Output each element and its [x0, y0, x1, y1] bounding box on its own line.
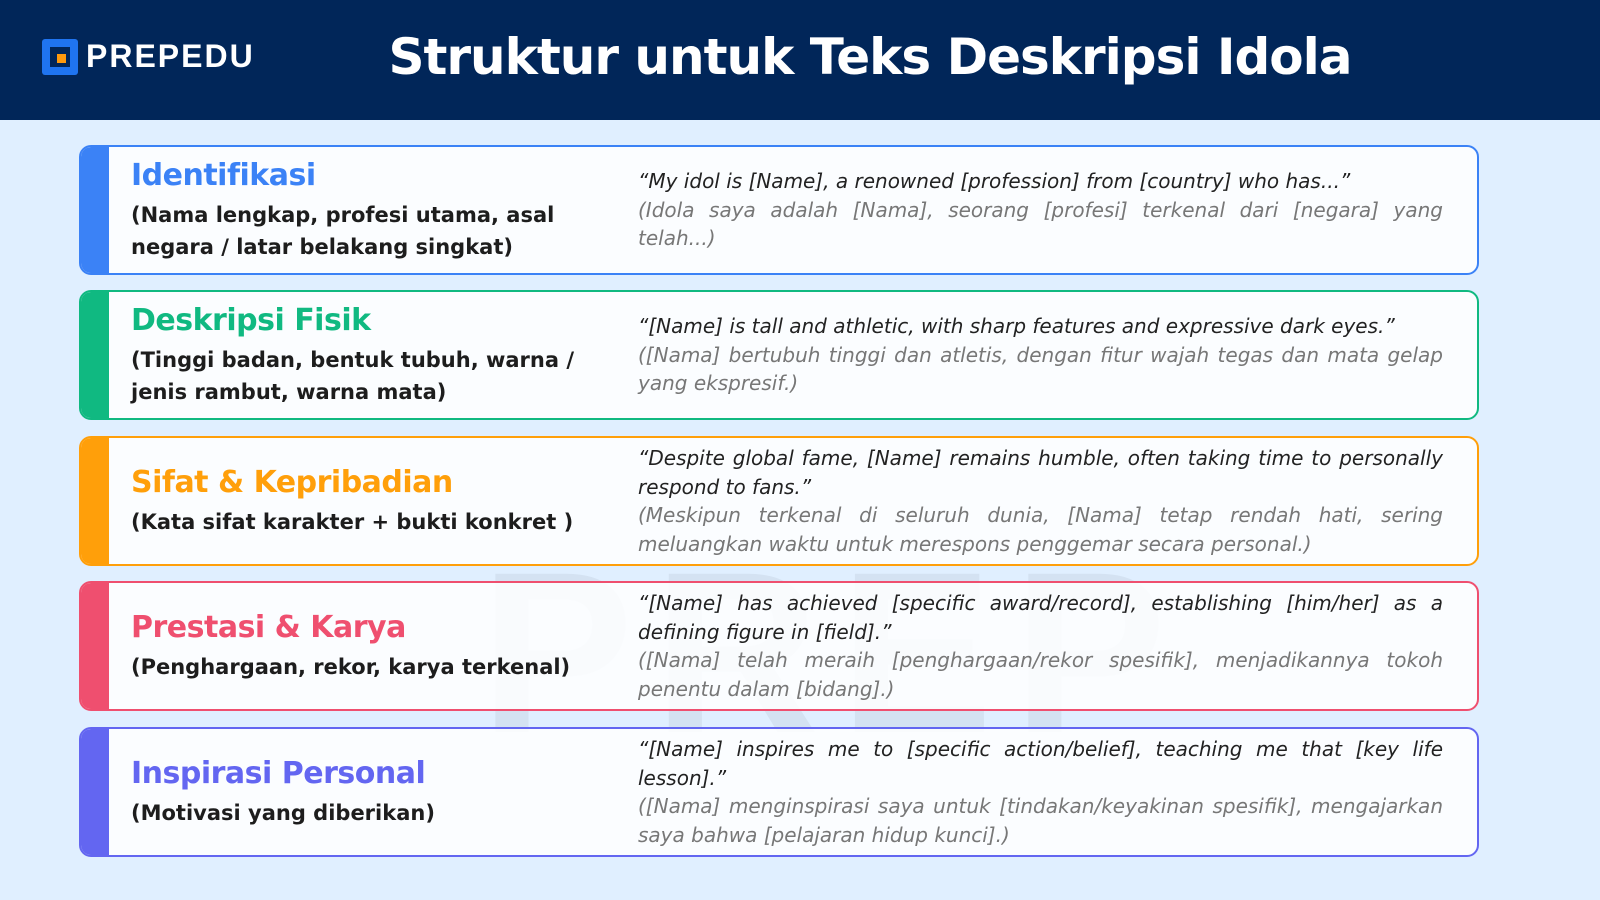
- card-identifikasi: Identifikasi (Nama lengkap, profesi utam…: [79, 145, 1479, 275]
- card-heading: Sifat & Kepribadian (Kata sifat karakter…: [131, 438, 601, 564]
- logo-text: PREPEDU: [86, 38, 255, 74]
- example-english: “My idol is [Name], a renowned [professi…: [638, 169, 1351, 194]
- example-indonesian: ([Nama] menginspirasi saya untuk [tindak…: [638, 794, 1443, 847]
- accent-bar: [81, 438, 109, 564]
- card-subtitle: (Nama lengkap, profesi utama, asal negar…: [131, 202, 555, 259]
- accent-bar: [81, 583, 109, 709]
- accent-bar: [81, 147, 109, 273]
- card-prestasi-karya: Prestasi & Karya (Penghargaan, rekor, ka…: [79, 581, 1479, 711]
- card-heading: Inspirasi Personal (Motivasi yang diberi…: [131, 729, 601, 855]
- card-title: Sifat & Kepribadian: [131, 464, 453, 500]
- card-title: Identifikasi: [131, 157, 316, 193]
- card-subtitle: (Kata sifat karakter + bukti konkret ): [131, 509, 574, 534]
- card-title: Inspirasi Personal: [131, 755, 426, 791]
- header: PREPEDU Struktur untuk Teks Deskripsi Id…: [0, 0, 1600, 120]
- page-title: Struktur untuk Teks Deskripsi Idola: [388, 28, 1352, 86]
- card-heading: Deskripsi Fisik (Tinggi badan, bentuk tu…: [131, 292, 601, 418]
- example-indonesian: ([Nama] telah meraih [penghargaan/rekor …: [638, 648, 1443, 701]
- card-title: Prestasi & Karya: [131, 609, 406, 645]
- card-subtitle: (Penghargaan, rekor, karya terkenal): [131, 654, 571, 679]
- card-example: “Despite global fame, [Name] remains hum…: [638, 438, 1443, 564]
- card-sifat-kepribadian: Sifat & Kepribadian (Kata sifat karakter…: [79, 436, 1479, 566]
- card-example: “[Name] has achieved [specific award/rec…: [638, 583, 1443, 709]
- card-title: Deskripsi Fisik: [131, 302, 371, 338]
- example-indonesian: ([Nama] bertubuh tinggi dan atletis, den…: [638, 342, 1443, 396]
- card-example: “My idol is [Name], a renowned [professi…: [638, 147, 1443, 273]
- example-english: “[Name] is tall and athletic, with sharp…: [638, 314, 1395, 339]
- card-heading: Prestasi & Karya (Penghargaan, rekor, ka…: [131, 583, 601, 709]
- example-english: “Despite global fame, [Name] remains hum…: [638, 446, 1443, 499]
- card-deskripsi-fisik: Deskripsi Fisik (Tinggi badan, bentuk tu…: [79, 290, 1479, 420]
- logo: PREPEDU: [42, 38, 255, 75]
- accent-bar: [81, 729, 109, 855]
- example-english: “[Name] has achieved [specific award/rec…: [638, 591, 1443, 644]
- logo-icon: [42, 38, 78, 75]
- card-example: “[Name] inspires me to [specific action/…: [638, 729, 1443, 855]
- card-subtitle: (Tinggi badan, bentuk tubuh, warna / jen…: [131, 347, 575, 404]
- card-heading: Identifikasi (Nama lengkap, profesi utam…: [131, 147, 601, 273]
- example-indonesian: (Idola saya adalah [Nama], seorang [prof…: [638, 197, 1443, 251]
- example-english: “[Name] inspires me to [specific action/…: [638, 737, 1443, 790]
- card-example: “[Name] is tall and athletic, with sharp…: [638, 292, 1443, 418]
- card-inspirasi-personal: Inspirasi Personal (Motivasi yang diberi…: [79, 727, 1479, 857]
- example-indonesian: (Meskipun terkenal di seluruh dunia, [Na…: [638, 503, 1443, 556]
- accent-bar: [81, 292, 109, 418]
- card-subtitle: (Motivasi yang diberikan): [131, 800, 435, 825]
